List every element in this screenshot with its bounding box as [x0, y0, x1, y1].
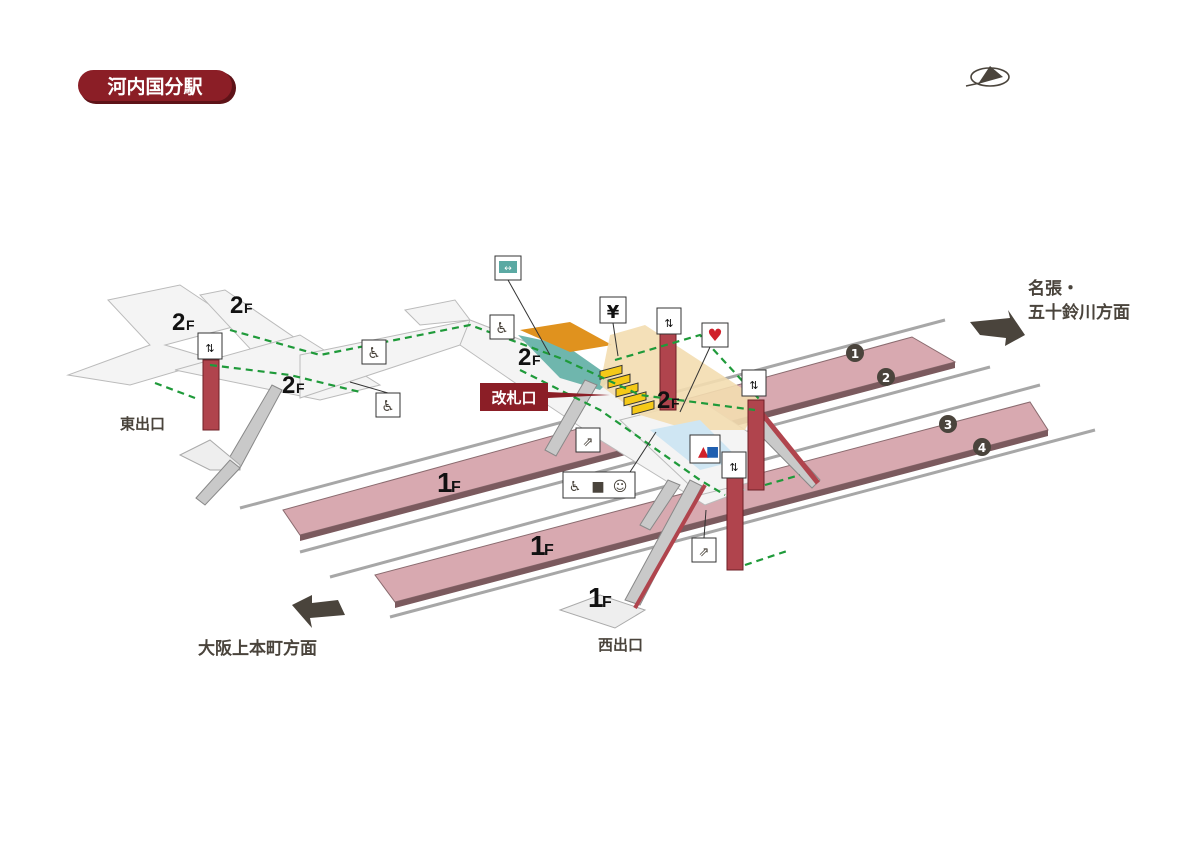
- elevator-icon: ⇅: [656, 307, 682, 335]
- accessible-route: [154, 323, 801, 567]
- svg-text:1: 1: [437, 467, 453, 498]
- compass-icon: [965, 66, 1010, 87]
- svg-text:2: 2: [657, 387, 670, 414]
- svg-text:♿: ♿: [367, 344, 380, 362]
- elevator-icon: ⇅: [741, 369, 767, 397]
- ticket-yen-icon: ¥: [599, 296, 627, 357]
- platform-number-4: 4: [973, 438, 991, 456]
- wheelchair-slope-icon: ♿: [489, 314, 515, 340]
- svg-text:2: 2: [172, 309, 185, 336]
- svg-text:F: F: [186, 317, 195, 333]
- svg-text:▲: ▲: [698, 444, 709, 460]
- svg-text:F: F: [244, 300, 253, 316]
- svg-text:⇅: ⇅: [729, 461, 738, 474]
- svg-text:☺: ☺: [613, 479, 628, 495]
- svg-text:F: F: [532, 352, 541, 368]
- svg-text:2: 2: [230, 292, 243, 319]
- svg-text:■: ■: [591, 479, 604, 495]
- svg-text:F: F: [671, 395, 680, 411]
- svg-text:♿: ♿: [569, 479, 582, 495]
- elevator-icon: ⇅: [721, 451, 747, 479]
- west-exit-label: 西出口: [598, 636, 643, 654]
- floor-label-1f-west: 1F: [588, 582, 612, 613]
- svg-text:⇅: ⇅: [664, 317, 673, 330]
- platform-number-2: 2: [877, 368, 895, 386]
- transfer-sign-icon: ↔: [494, 255, 551, 356]
- wheelchair-slope-icon: ♿: [361, 339, 387, 365]
- wheelchair-slope-icon: ♿: [349, 381, 401, 418]
- escalator-icon: ⇗: [691, 509, 717, 563]
- platform-number-3: 3: [939, 415, 957, 433]
- svg-text:2: 2: [518, 344, 531, 371]
- ticket-gate-label: 改札口: [480, 383, 610, 411]
- elevator-icon: ⇅: [197, 332, 223, 360]
- floor-label-1f-platform-a: 1F: [437, 467, 461, 498]
- transfer-area: [518, 335, 612, 390]
- ticket-gates: [599, 364, 655, 416]
- svg-text:■: ■: [706, 444, 719, 460]
- station-title-badge: 河内国分駅: [78, 70, 236, 104]
- svg-text:↔: ↔: [504, 264, 512, 274]
- west-stairs: [544, 379, 821, 629]
- svg-text:2: 2: [282, 372, 295, 399]
- east-exit-label: 東出口: [120, 415, 165, 433]
- escalator-icon: ⇗: [575, 427, 601, 453]
- concourse-area: [600, 325, 760, 430]
- svg-text:F: F: [544, 542, 554, 559]
- svg-text:4: 4: [978, 441, 986, 455]
- svg-text:1: 1: [851, 347, 859, 361]
- svg-text:F: F: [296, 380, 305, 396]
- aed-icon: ♥: [679, 322, 729, 413]
- svg-text:1: 1: [530, 530, 546, 561]
- east-stairs: [178, 384, 283, 506]
- svg-text:F: F: [602, 594, 612, 611]
- svg-text:3: 3: [944, 418, 952, 432]
- svg-text:⇗: ⇗: [583, 435, 594, 450]
- direction-west-arrow-icon: [292, 595, 345, 628]
- platform-number-1: 1: [846, 344, 864, 362]
- svg-text:♥: ♥: [707, 326, 722, 346]
- direction-east-label-1: 名張・: [1028, 278, 1079, 299]
- svg-text:F: F: [451, 479, 461, 496]
- shop-area: [520, 322, 612, 352]
- restroom-icon: ▲■: [689, 434, 721, 464]
- direction-east-label-2: 五十鈴川方面: [1028, 302, 1130, 323]
- svg-text:¥: ¥: [607, 302, 620, 323]
- svg-text:⇗: ⇗: [699, 545, 710, 560]
- svg-text:♿: ♿: [495, 319, 508, 337]
- svg-text:⇅: ⇅: [749, 379, 758, 392]
- accessible-toilet-icon: ♿ ■ ☺: [562, 431, 657, 499]
- direction-west-label: 大阪上本町方面: [198, 638, 317, 659]
- svg-text:2: 2: [882, 371, 890, 385]
- svg-text:⇅: ⇅: [205, 342, 214, 355]
- svg-text:改札口: 改札口: [491, 389, 536, 407]
- svg-text:♿: ♿: [381, 397, 394, 415]
- direction-east-arrow-icon: [970, 310, 1025, 346]
- station-title: 河内国分駅: [107, 75, 203, 98]
- elevator-shafts: [202, 329, 765, 571]
- floor-label-1f-platform-b: 1F: [530, 530, 554, 561]
- svg-text:1: 1: [588, 582, 604, 613]
